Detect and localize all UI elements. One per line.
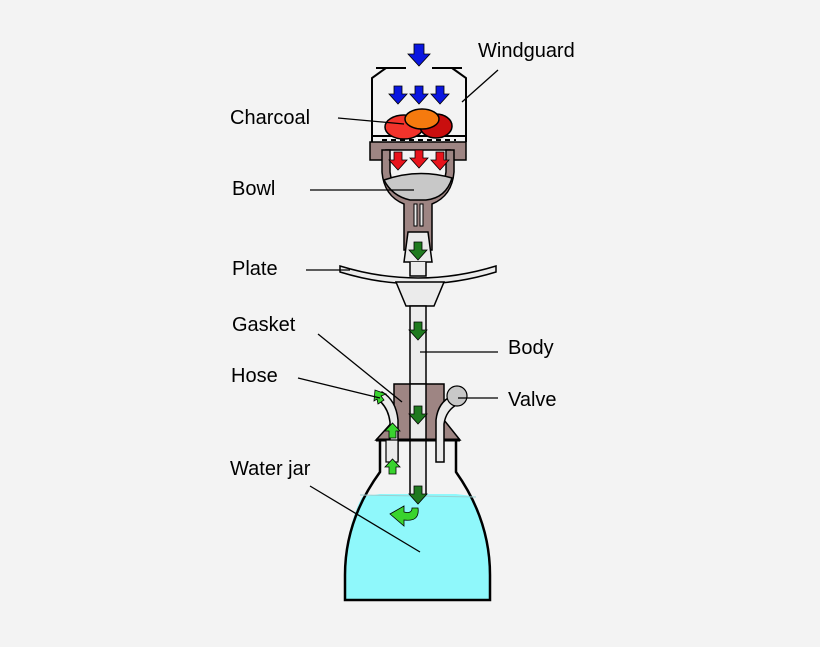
label-hose: Hose [231,365,278,387]
label-valve: Valve [508,389,557,411]
leader-lines [297,69,499,553]
label-bowl: Bowl [232,178,275,200]
charcoal-part [384,108,453,140]
hose-flow-arrows [373,389,419,527]
label-water-jar: Water jar [230,458,311,480]
label-charcoal: Charcoal [230,107,310,129]
windguard-part [371,67,467,142]
label-gasket: Gasket [232,314,296,336]
label-body: Body [508,337,554,359]
label-plate: Plate [232,258,278,280]
hot-flow-arrows [388,149,450,171]
air-flow-arrows [388,43,450,105]
hose-part [374,391,399,463]
plate-part [339,264,497,285]
label-windguard: Windguard [478,40,575,62]
water-jar-part [343,438,492,602]
valve-part [435,385,468,463]
smoke-flow-arrows [408,241,428,505]
